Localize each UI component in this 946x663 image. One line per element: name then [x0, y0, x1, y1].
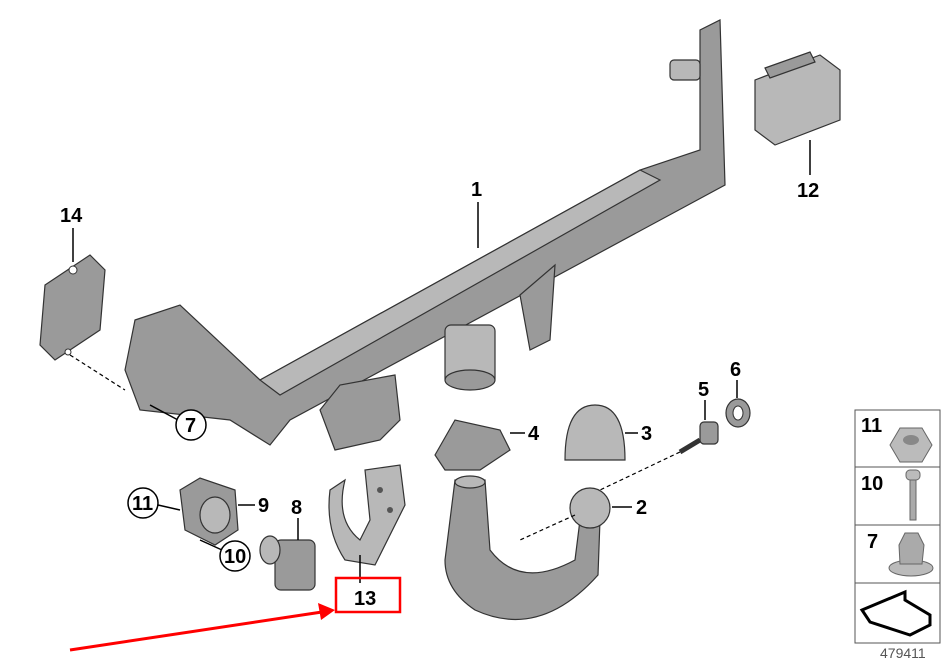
- callout-6: 6: [730, 359, 741, 381]
- legend-label-7: 7: [867, 531, 878, 553]
- highlight-box: [334, 576, 402, 614]
- callout-4: 4: [528, 423, 540, 445]
- detachable-tow-ball[interactable]: [444, 475, 611, 621]
- callout-13: 13: [354, 588, 376, 610]
- callout-8: 8: [291, 497, 302, 519]
- callout-11: 11: [132, 493, 153, 515]
- legend-label-10: 10: [861, 473, 883, 495]
- socket-bracket[interactable]: [328, 464, 406, 566]
- callout-14: 14: [60, 205, 83, 227]
- socket-holder[interactable]: [434, 419, 511, 471]
- hex-nut-icon: [889, 427, 933, 463]
- callout-7: 7: [185, 415, 196, 437]
- legend-label-11: 11: [861, 415, 882, 437]
- fastener-legend: 11 10 7 479411: [854, 409, 941, 661]
- callout-3: 3: [641, 423, 652, 445]
- callout-9: 9: [258, 495, 269, 517]
- flange-nut-icon: [888, 532, 934, 577]
- callout-12: 12: [797, 180, 819, 202]
- image-number: 479411: [880, 645, 926, 661]
- callout-2: 2: [636, 497, 647, 519]
- socket-adapter[interactable]: [259, 535, 316, 591]
- highlight-arrow: [69, 603, 335, 652]
- trailer-socket[interactable]: [179, 477, 239, 546]
- callout-1: 1: [471, 179, 482, 201]
- control-module[interactable]: [754, 51, 841, 146]
- cover-plate[interactable]: [39, 254, 106, 361]
- callout-10: 10: [224, 546, 246, 568]
- tow-bar-crossmember[interactable]: [124, 19, 726, 451]
- callout-5: 5: [698, 379, 709, 401]
- bolt-icon: [905, 469, 921, 521]
- bolt[interactable]: [678, 421, 719, 455]
- front-direction-arrow-icon: [859, 589, 932, 637]
- ball-cap[interactable]: [564, 404, 626, 461]
